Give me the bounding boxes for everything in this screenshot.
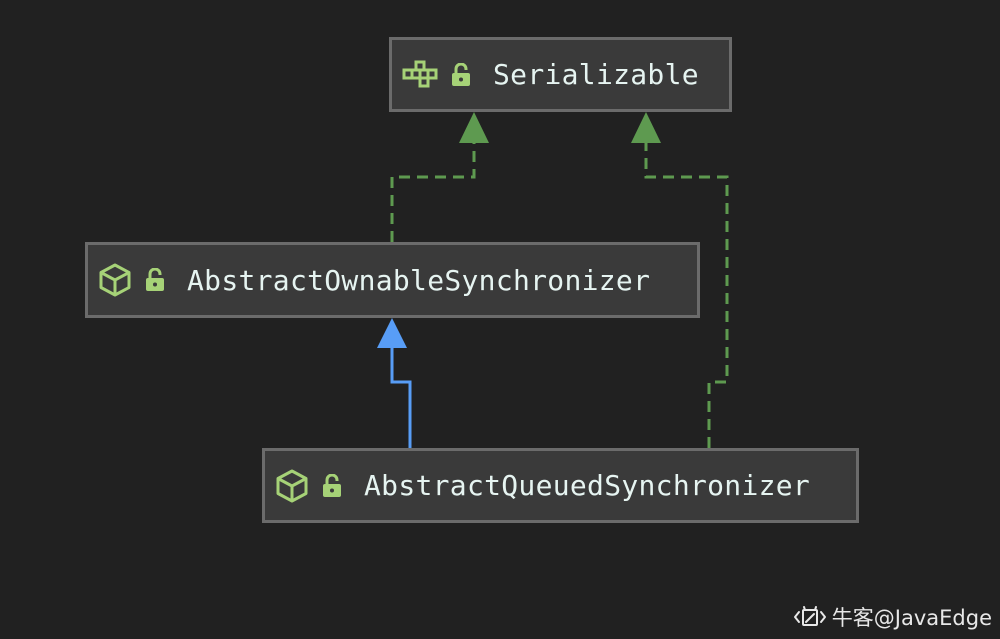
node-label: Serializable [493,58,699,91]
code-editor-icon [793,605,827,629]
edge-aqs-implements-serializable [631,112,729,448]
node-serializable[interactable]: Serializable [389,37,732,112]
interface-icon [401,60,441,90]
edge-aos-implements-serializable [390,112,489,242]
arrowhead-icon [631,112,661,143]
node-abstract-ownable-synchronizer[interactable]: AbstractOwnableSynchronizer [85,242,700,318]
watermark: 牛客@JavaEdge [793,602,992,632]
edge-aqs-extends-aos [377,318,412,448]
node-label: AbstractOwnableSynchronizer [187,263,651,297]
watermark-text: 牛客@JavaEdge [831,606,992,630]
node-abstract-queued-synchronizer[interactable]: AbstractQueuedSynchronizer [262,448,859,523]
node-label: AbstractQueuedSynchronizer [364,469,811,502]
arrowhead-icon [459,112,489,143]
arrowhead-icon [377,318,407,348]
lock-open-icon [145,268,165,292]
abstract-class-cube-icon [276,469,308,503]
lock-open-icon [322,473,342,498]
abstract-class-cube-icon [99,263,131,297]
lock-open-icon [451,62,471,87]
